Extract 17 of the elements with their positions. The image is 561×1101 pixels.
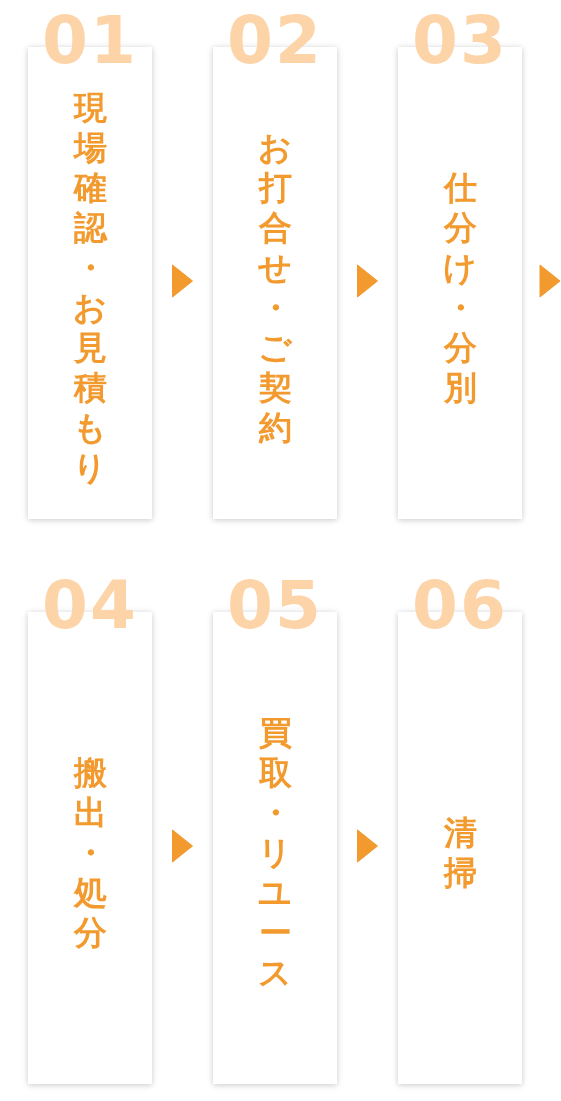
step-number: 04 xyxy=(41,573,139,639)
step-label: お打合せ・ご契約 xyxy=(257,128,293,448)
arrow xyxy=(172,829,193,863)
arrow xyxy=(357,829,378,863)
step-label: 買取・リユース xyxy=(257,713,293,993)
arrow xyxy=(539,264,561,298)
step-number: 03 xyxy=(411,8,509,74)
arrow xyxy=(357,264,378,298)
step-label: 搬出・処分 xyxy=(72,753,108,953)
step-number: 06 xyxy=(411,573,509,639)
step-label: 仕分け・分別 xyxy=(442,168,478,408)
step-number: 01 xyxy=(41,8,139,74)
step-number: 02 xyxy=(226,8,324,74)
step-label: 清掃 xyxy=(442,813,478,893)
step-label: 現場確認・お見積もり xyxy=(72,88,109,488)
arrow xyxy=(172,264,193,298)
step-number: 05 xyxy=(226,573,324,639)
